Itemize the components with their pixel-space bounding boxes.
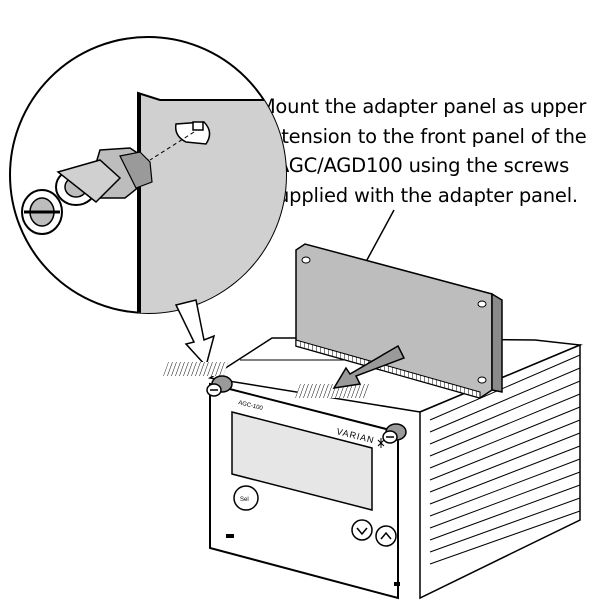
select-button-label: Sel (240, 497, 249, 503)
mounting-arrow (332, 344, 406, 389)
logo-starburst-icon (377, 438, 385, 448)
instruction-line-4: supplied with the adapter panel. (267, 183, 578, 207)
right-screw (382, 423, 407, 444)
chevron-up-icon (380, 531, 392, 540)
screw-spacer (21, 147, 153, 235)
pointer-arrow (174, 299, 216, 368)
instruction-text: Mount the adapter panel as upper extensi… (250, 92, 595, 210)
up-button[interactable] (375, 525, 397, 547)
adapter-panel (295, 243, 503, 399)
magnifier-detail (9, 36, 287, 314)
instruction-line-2: extension to the front panel of the (258, 124, 587, 148)
left-screw (206, 375, 233, 397)
front-panel: AGC-100 VARIAN Sel (209, 382, 400, 600)
chevron-down-icon (356, 527, 368, 536)
instruction-line-1: Mount the adapter panel as upper (258, 95, 587, 118)
display-window (231, 411, 373, 511)
instruction-line-3: AGC/AGD100 using the screws (275, 154, 570, 177)
down-button[interactable] (351, 519, 373, 541)
select-button[interactable] (233, 485, 259, 511)
